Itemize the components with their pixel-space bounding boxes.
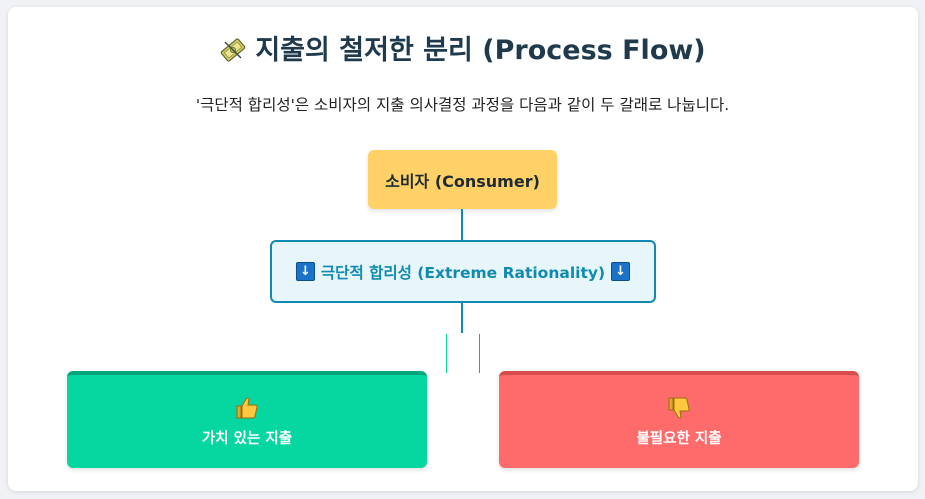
- connector-to-good: [446, 334, 447, 373]
- page-title-text: 지출의 철저한 분리 (Process Flow): [255, 35, 706, 66]
- thumbs-down-icon: [668, 397, 690, 419]
- crossed-out-money-icon: [221, 38, 246, 62]
- valuable-spending-label: 가치 있는 지출: [201, 431, 293, 447]
- connector-to-bad: [479, 334, 480, 373]
- unnecessary-spending-label: 불필요한 지출: [636, 431, 722, 447]
- consumer-label: 소비자 (Consumer): [385, 171, 540, 191]
- consumer-node: 소비자 (Consumer): [368, 150, 557, 209]
- rationality-node: ↓ 극단적 합리성 (Extreme Rationality) ↓: [270, 240, 656, 303]
- down-arrow-icon: ↓: [611, 262, 631, 281]
- connector-rational-split: [461, 302, 463, 333]
- rationality-label: 극단적 합리성 (Extreme Rationality): [320, 263, 606, 282]
- connector-consumer-rational: [461, 209, 463, 240]
- page-title: 지출의 철저한 분리 (Process Flow): [0, 28, 925, 67]
- thumbs-up-icon: [236, 397, 258, 419]
- page-subtitle: '극단적 합리성'은 소비자의 지출 의사결정 과정을 다음과 같이 두 갈래로…: [195, 96, 730, 114]
- unnecessary-spending-node: 불필요한 지출: [499, 371, 859, 468]
- down-arrow-icon: ↓: [295, 262, 315, 281]
- valuable-spending-node: 가치 있는 지출: [67, 371, 427, 468]
